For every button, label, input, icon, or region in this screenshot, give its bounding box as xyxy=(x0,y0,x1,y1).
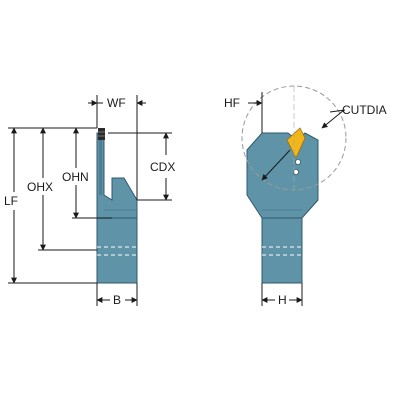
label-ohx: OHX xyxy=(27,180,53,194)
label-wf: WF xyxy=(107,96,126,110)
label-ohn: OHN xyxy=(62,170,89,184)
side-view-blade xyxy=(96,132,138,219)
label-lf: LF xyxy=(4,194,18,208)
side-view-insert xyxy=(98,128,105,140)
label-cutdia: CUTDIA xyxy=(342,103,387,117)
side-view-shank xyxy=(96,217,138,284)
front-view-insert xyxy=(286,127,306,159)
label-b: B xyxy=(113,293,121,307)
label-hf: HF xyxy=(224,96,240,110)
side-view-blade-edge xyxy=(99,140,102,195)
front-view-shank xyxy=(261,217,303,284)
clamp-hole-2 xyxy=(292,168,299,175)
clamp-hole-1 xyxy=(294,158,301,165)
side-view: WF CDX OHN OHX LF B xyxy=(4,95,175,307)
label-cdx: CDX xyxy=(150,160,175,174)
front-view: CUTDIA HF H xyxy=(224,85,387,307)
label-h: H xyxy=(278,293,287,307)
